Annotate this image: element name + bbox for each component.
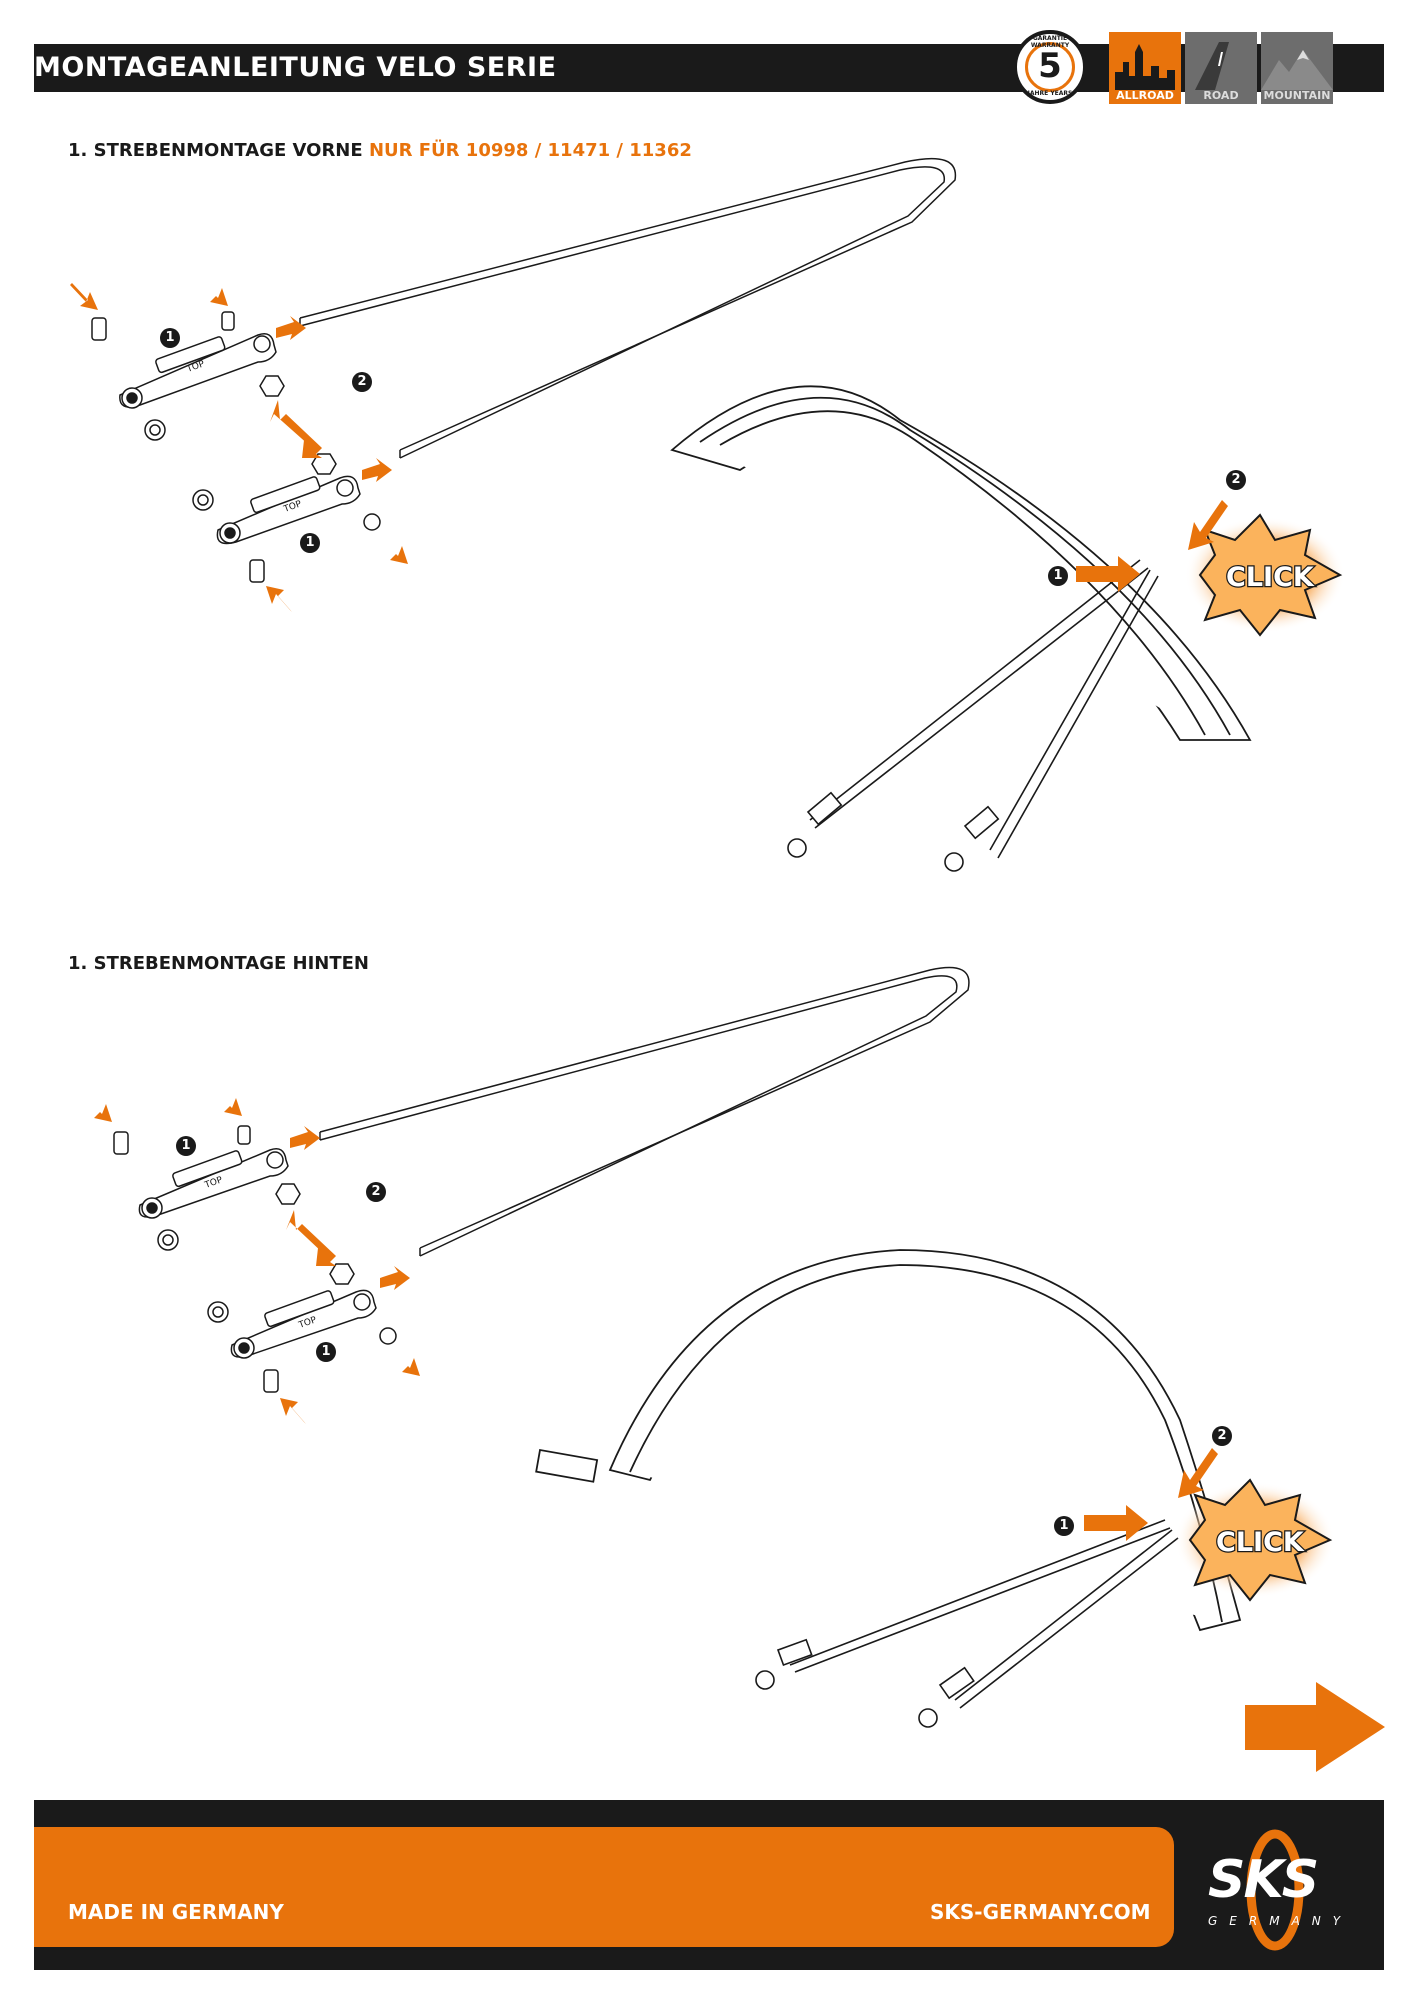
sks-logo-ring-icon bbox=[1246, 1829, 1304, 1951]
front-orange-arrows bbox=[70, 278, 408, 612]
click-burst-icon bbox=[1188, 1478, 1333, 1602]
orange-arrow-icon bbox=[270, 400, 322, 458]
step-marker: 2 bbox=[1212, 1426, 1232, 1446]
rear-fender bbox=[535, 1249, 1242, 1632]
rear-orange-arrows bbox=[84, 1090, 420, 1424]
step-marker: 1 bbox=[316, 1342, 336, 1362]
orange-arrow-icon bbox=[280, 1398, 306, 1424]
orange-arrow-icon bbox=[276, 316, 306, 340]
section-rear-title: 1. STREBENMONTAGE HINTEN bbox=[68, 953, 369, 974]
rear-stay-wire bbox=[319, 966, 970, 1257]
nut-icon bbox=[311, 453, 337, 475]
click-label-rear: CLICK bbox=[1216, 1527, 1305, 1558]
badge-allroad-label: ALLROAD bbox=[1116, 89, 1174, 102]
nut-icon bbox=[259, 375, 285, 397]
nut-icon bbox=[329, 1263, 355, 1285]
badge-allroad: ALLROAD bbox=[1109, 32, 1181, 104]
rear-fender-stays bbox=[755, 1519, 1179, 1728]
front-fender bbox=[670, 385, 1252, 741]
rear-small-parts bbox=[113, 1125, 397, 1393]
warranty-ring bbox=[1025, 42, 1075, 92]
section-front-title-text: 1. STREBENMONTAGE VORNE bbox=[68, 140, 363, 161]
sks-logo-text: SKS bbox=[1208, 1850, 1319, 1910]
front-bracket-bottom bbox=[216, 475, 361, 545]
city-icon bbox=[1115, 44, 1175, 90]
sks-logo: SKS GERMANY bbox=[1190, 1826, 1360, 1956]
orange-arrow-icon bbox=[84, 1096, 112, 1122]
orange-arrow-icon bbox=[380, 1266, 410, 1290]
front-bracket-top bbox=[119, 333, 277, 409]
orange-arrow-icon bbox=[380, 538, 408, 564]
orange-arrow-icon bbox=[214, 1090, 242, 1116]
orange-arrow-icon bbox=[266, 586, 292, 612]
next-page-arrow-icon bbox=[1245, 1682, 1385, 1772]
footer-website-link[interactable]: SKS-GERMANY.COM bbox=[930, 1900, 1151, 1924]
section-rear-title-text: 1. STREBENMONTAGE HINTEN bbox=[68, 953, 369, 974]
warranty-badge: GARANTIE WARRANTY 5 JAHRE YEARS bbox=[1013, 30, 1087, 104]
section-front-highlight: NUR FÜR 10998 / 11471 / 11362 bbox=[368, 140, 692, 161]
badge-mountain: MOUNTAIN bbox=[1261, 32, 1333, 104]
orange-arrow-icon bbox=[1188, 500, 1228, 550]
orange-arrow-icon bbox=[290, 1126, 320, 1150]
orange-arrow-icon bbox=[1076, 556, 1140, 592]
orange-arrow-icon bbox=[1084, 1505, 1148, 1541]
nut-icon bbox=[275, 1183, 301, 1205]
orange-arrow-icon bbox=[1178, 1448, 1218, 1498]
warranty-top-text: GARANTIE WARRANTY bbox=[1030, 35, 1070, 49]
footer-made-in-germany: MADE IN GERMANY bbox=[68, 1900, 284, 1924]
step-marker: 1 bbox=[160, 328, 180, 348]
click-label-front: CLICK bbox=[1226, 562, 1315, 593]
step-marker: 2 bbox=[1226, 470, 1246, 490]
step-marker: 1 bbox=[1048, 566, 1068, 586]
bolt-icon bbox=[249, 559, 265, 583]
mountain-icon bbox=[1261, 50, 1333, 90]
footer-orange-band bbox=[34, 1827, 1174, 1947]
step-marker: 2 bbox=[366, 1182, 386, 1202]
warranty-bottom-text: JAHRE YEARS bbox=[1027, 90, 1073, 97]
badge-mountain-label: MOUNTAIN bbox=[1263, 89, 1331, 102]
step-marker: 1 bbox=[300, 533, 320, 553]
orange-arrow-icon bbox=[286, 1210, 336, 1266]
badge-road: ROAD bbox=[1185, 32, 1257, 104]
assembly-drawing: TOP TOP bbox=[70, 157, 1385, 1772]
rear-bracket-top bbox=[138, 1148, 289, 1219]
warranty-number: 5 bbox=[1038, 46, 1062, 86]
step-marker: 1 bbox=[1054, 1516, 1074, 1536]
step-marker: 2 bbox=[352, 372, 372, 392]
badge-road-label: ROAD bbox=[1203, 89, 1239, 102]
rear-bracket-bottom bbox=[230, 1289, 377, 1359]
sks-logo-subtext: GERMANY bbox=[1208, 1914, 1353, 1928]
front-small-parts bbox=[91, 311, 381, 583]
section-front-title: 1. STREBENMONTAGE VORNE NUR FÜR 10998 / … bbox=[68, 140, 692, 161]
step-marker: 1 bbox=[176, 1136, 196, 1156]
bolt-icon bbox=[221, 311, 235, 331]
bolt-icon bbox=[113, 1131, 129, 1155]
bolt-icon bbox=[91, 317, 107, 341]
orange-arrow-icon bbox=[198, 278, 228, 306]
bolt-icon bbox=[237, 1125, 251, 1145]
click-burst-icon bbox=[1198, 513, 1343, 637]
front-fender-stays bbox=[787, 559, 1159, 872]
orange-arrow-icon bbox=[392, 1350, 420, 1376]
rear-fender-arrows bbox=[1084, 1448, 1218, 1541]
orange-arrow-icon bbox=[70, 283, 98, 310]
page-title: MONTAGEANLEITUNG VELO SERIE bbox=[34, 52, 557, 83]
bolt-icon bbox=[263, 1369, 279, 1393]
orange-arrow-icon bbox=[362, 458, 392, 482]
road-icon bbox=[1195, 42, 1229, 90]
front-fender-arrows bbox=[1076, 500, 1228, 592]
